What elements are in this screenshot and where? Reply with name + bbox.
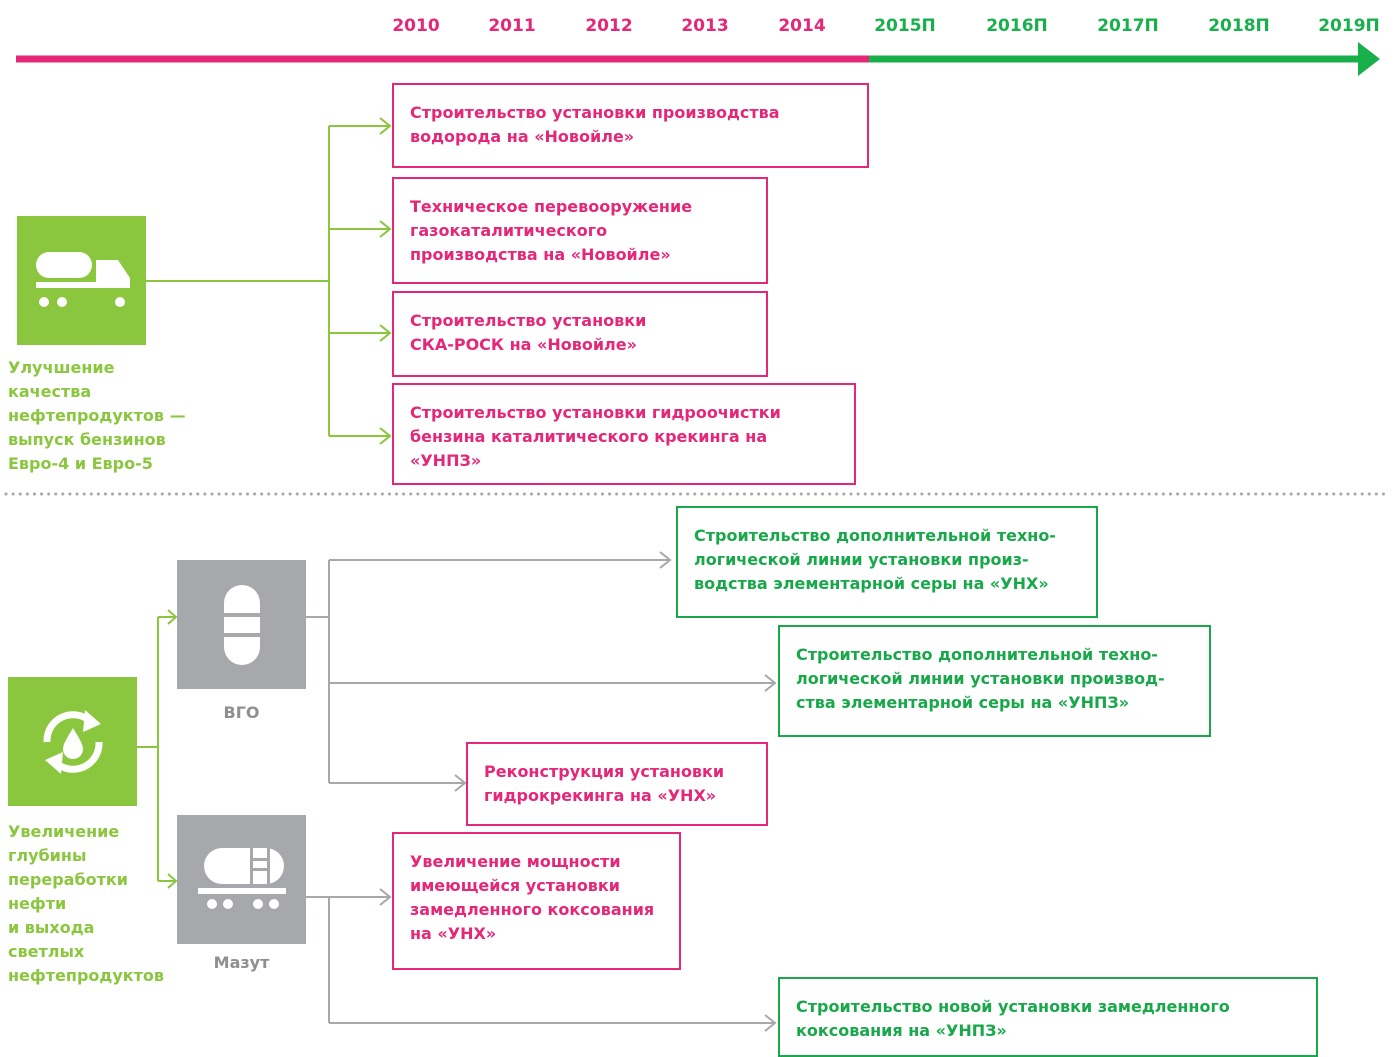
feedstock-label: ВГО — [223, 703, 260, 722]
year-label: 2016П — [986, 16, 1048, 36]
year-label: 2011 — [488, 16, 536, 36]
year-label: 2018П — [1208, 16, 1270, 36]
project-box: Реконструкция установки гидрокрекинга на… — [466, 742, 768, 826]
year-label: 2014 — [778, 16, 826, 36]
oil-drop-recycle-icon — [8, 677, 137, 806]
project-box: Строительство установки СКА-РОСК на «Нов… — [392, 291, 768, 377]
project-box: Строительство установки производства вод… — [392, 83, 869, 168]
project-box: Техническое перевооружение газокаталитич… — [392, 177, 768, 284]
project-box: Строительство установки гидроочистки бен… — [392, 383, 856, 485]
project-box: Строительство новой установки замедленно… — [778, 977, 1318, 1057]
project-box: Строительство дополнительной техно- логи… — [676, 506, 1098, 618]
project-box: Строительство дополнительной техно- логи… — [778, 625, 1211, 737]
year-label: 2017П — [1097, 16, 1159, 36]
fuel-truck-icon — [17, 216, 146, 345]
feedstock-label: Мазут — [213, 953, 270, 972]
group-caption: Улучшение качества нефтепродуктов — выпу… — [8, 358, 186, 473]
timeline-arrowhead — [1358, 42, 1380, 76]
tank-car-icon — [177, 815, 306, 944]
project-box: Увеличение мощности имеющейся установки … — [392, 832, 681, 970]
group-caption: Увеличение глубины переработки нефти и в… — [8, 822, 165, 985]
year-label: 2013 — [681, 16, 729, 36]
year-label: 2019П — [1318, 16, 1380, 36]
column-reactor-icon — [177, 560, 306, 689]
year-label: 2015П — [874, 16, 936, 36]
year-label: 2010 — [392, 16, 440, 36]
year-label: 2012 — [585, 16, 633, 36]
